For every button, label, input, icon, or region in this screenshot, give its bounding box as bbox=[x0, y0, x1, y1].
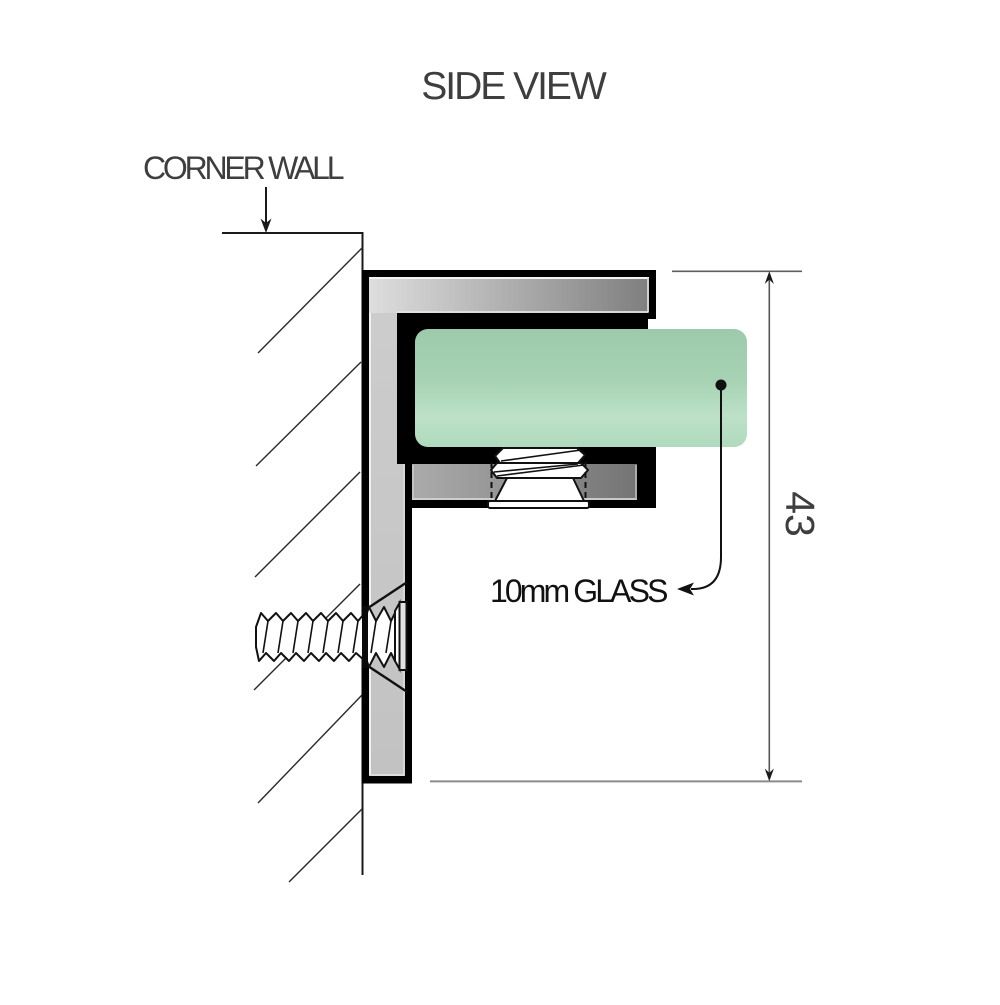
svg-text:SIDE VIEW: SIDE VIEW bbox=[421, 65, 607, 108]
svg-text:10mm GLASS: 10mm GLASS bbox=[490, 573, 667, 609]
svg-text:CORNER WALL: CORNER WALL bbox=[143, 150, 344, 186]
svg-text:43: 43 bbox=[777, 491, 823, 537]
